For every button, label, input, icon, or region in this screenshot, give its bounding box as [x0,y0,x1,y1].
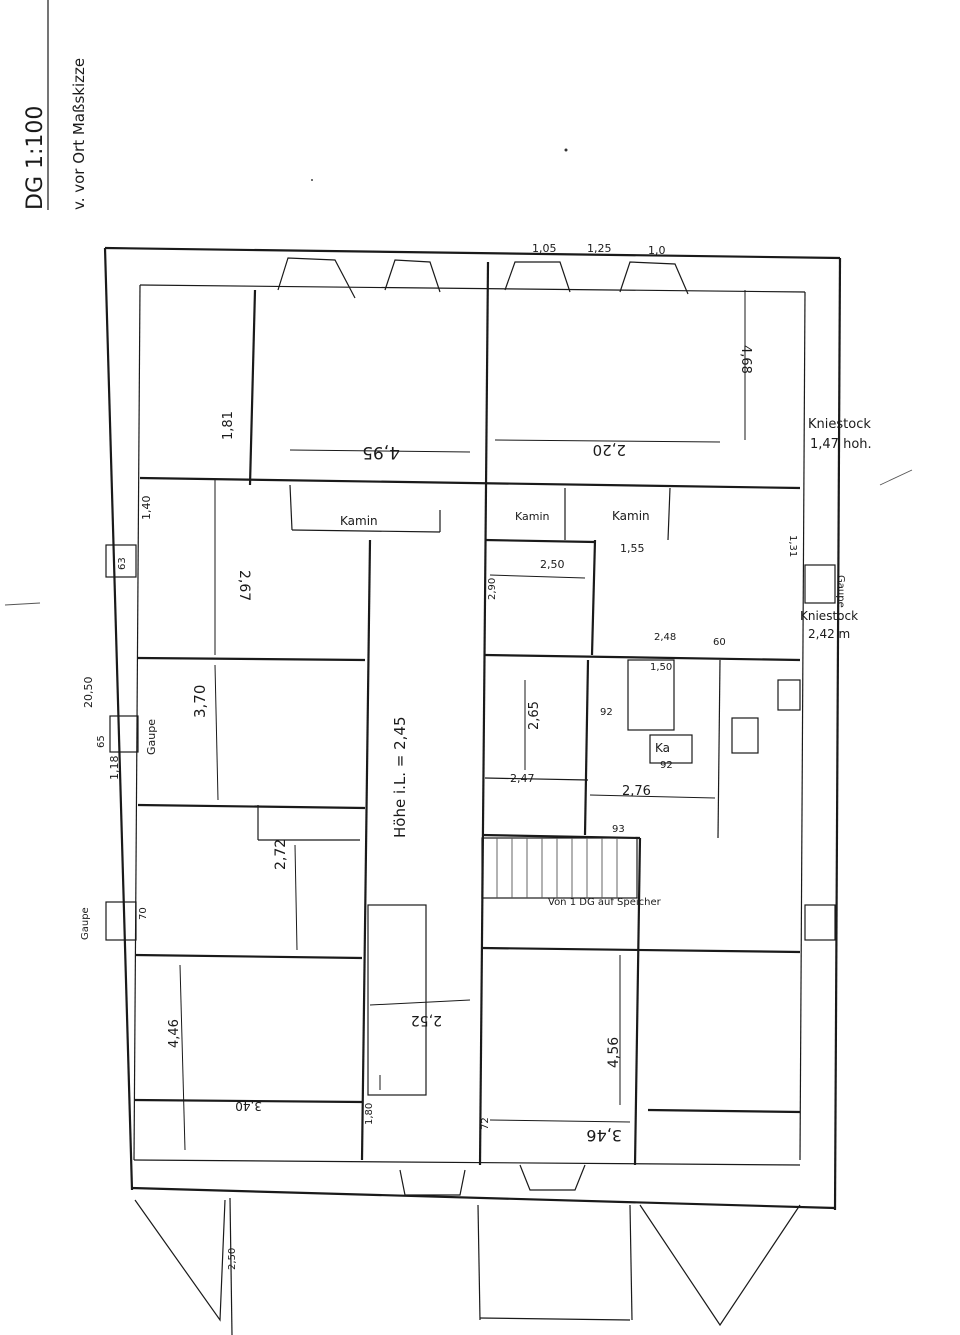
label-ka: Ka [655,741,670,755]
dim-misc-11: 2,50 [227,1248,238,1270]
dim-top-window-3: 1,0 [648,244,666,257]
left-gaupes [105,544,836,941]
label-gaupe-left-low: Gaupe [80,907,91,940]
label-kniestock-top-height: 1,47 hoh. [810,437,872,452]
dimension-lines [139,290,746,1151]
label-corridor-bottom: 2,52 [411,1012,442,1028]
label-kniestock-right: Kniestock [800,609,858,623]
bathroom-fixtures [627,659,801,764]
sheet-subtitle: v. vor Ort Maßskizze [70,58,88,210]
dim-top-window-2: 1,25 [587,242,612,255]
dim-left-5: 1,18 [108,756,121,781]
top-dormers [277,257,689,299]
label-kniestock-top: Kniestock [808,417,871,432]
dim-misc-6: 2,47 [510,772,535,785]
dim-misc-9: 1,80 [364,1103,375,1125]
dim-misc-12: 1,31 [787,535,798,557]
label-kamin-right: Kamin [612,509,650,523]
label-left-upper-height: 2,67 [236,570,252,601]
dim-left-1: 1,40 [140,496,153,521]
dim-left-4: 65 [96,735,107,748]
sketch-labels: 4,95 1,81 2,20 4,68 2,67 3,70 2,72 4,46 … [80,242,872,1270]
dim-top-window-1: 1,05 [532,242,557,255]
label-right-mid-height: 2,65 [527,701,542,730]
dim-misc-8: 92 [600,707,613,718]
label-kamin-left: Kamin [340,514,378,528]
dim-misc-5: 60 [713,637,726,648]
dim-misc-13: 72 [480,1117,491,1130]
label-right-mid-width: 2,76 [622,784,651,799]
label-top-right-width: 2,20 [593,441,626,459]
label-left-bottom-height: 4,46 [167,1019,182,1048]
dim-misc-7: 93 [612,824,625,835]
dim-misc-3: 1,50 [650,662,672,673]
label-left-lower-height: 2,72 [273,839,289,870]
label-von-dg: Von 1 DG auf Speicher [548,897,662,908]
title-block: DG 1:100 v. vor Ort Maßskizze [23,0,88,210]
dim-misc-14: 2,90 [487,578,498,600]
label-top-left-side: 1,81 [221,411,236,440]
label-right-bottom-height: 4,56 [606,1037,622,1068]
scan-marks [4,148,913,606]
sheet-title: DG 1:100 [23,106,48,210]
label-kamin-mid: Kamin [515,510,550,523]
interior-walls [133,261,801,1166]
stairs [367,837,638,1096]
label-top-right-depth: 4,68 [738,345,753,374]
dim-left-6: 70 [138,907,149,920]
label-gaupe-right: Gaupe [835,575,846,608]
bottom-extensions [134,1164,801,1335]
label-left-bottom-width: 3,40 [235,1099,262,1113]
label-left-mid-height: 3,70 [191,685,209,718]
outer-walls [103,246,842,1211]
label-kniestock-right-height: 2,42 m [808,627,850,641]
dim-left-3: 20,50 [82,677,95,709]
dim-misc-4: 2,48 [654,632,676,643]
label-corridor-height: Höhe i.L. = 2,45 [391,716,409,838]
dim-misc-1: 2,50 [540,558,565,571]
label-right-bottom-width: 3,46 [586,1126,622,1145]
dim-misc-2: 1,55 [620,542,645,555]
label-top-left-height: 4,95 [362,442,400,462]
label-gaupe-left-mid: Gaupe [145,719,158,755]
dim-misc-10: 92 [660,760,673,771]
dim-left-2: 63 [117,557,128,570]
